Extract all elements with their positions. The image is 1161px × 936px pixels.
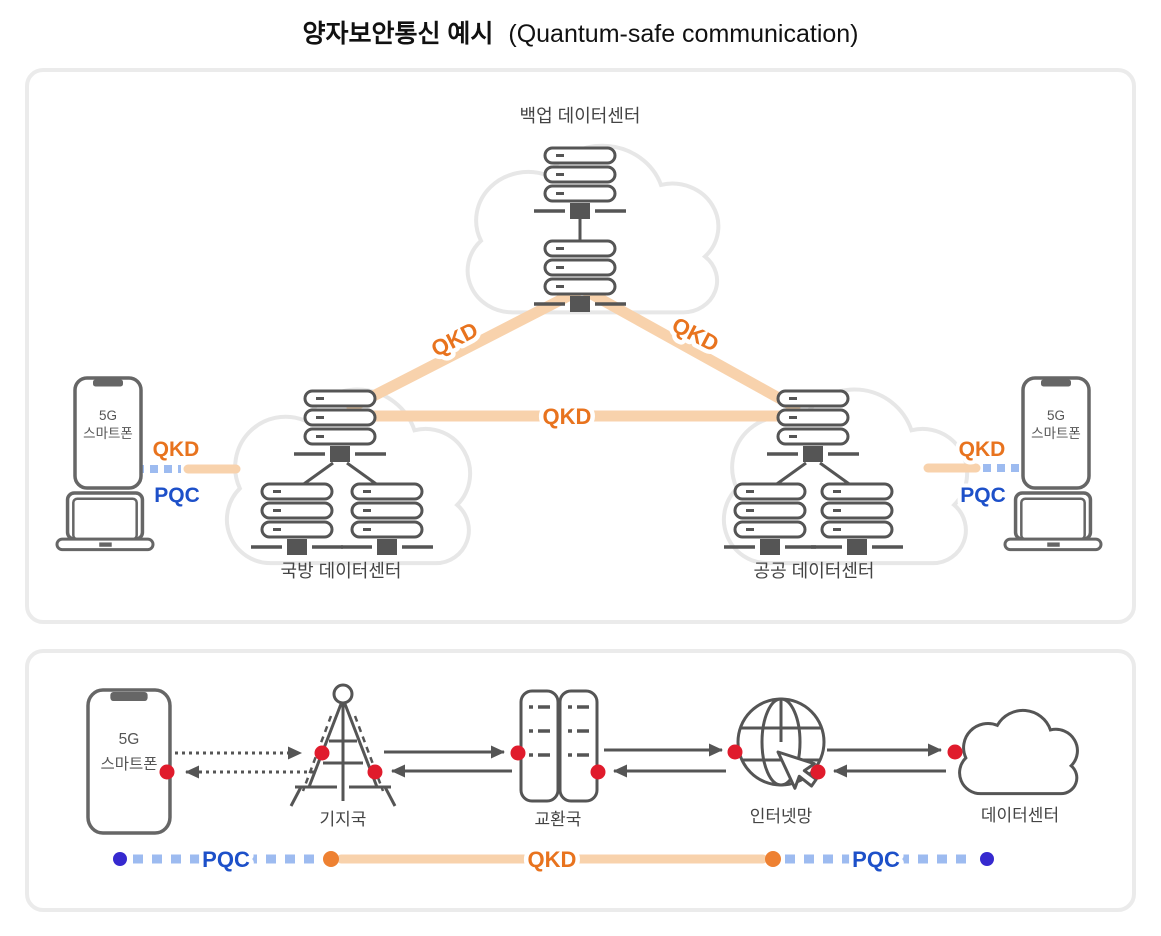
pqc-label: PQC <box>154 484 200 507</box>
qkd-label: QKD <box>528 847 577 872</box>
exchange-icon <box>519 689 599 803</box>
bottom-panel-diagram: PQC QKD PQC 5G 스마트폰 <box>88 683 1079 877</box>
pqc-endpoint-dot <box>113 852 127 866</box>
pqc-label: PQC <box>960 484 1006 507</box>
qkd-link-right-diagonal <box>580 285 801 413</box>
qkd-link-left-diagonal <box>346 285 584 413</box>
page-title: 양자보안통신 예시 (Quantum-safe communication) <box>0 14 1161 50</box>
public-datacenter-label: 공공 데이터센터 <box>754 561 875 581</box>
page-title-english: (Quantum-safe communication) <box>508 20 859 48</box>
laptop-icon <box>55 491 155 552</box>
endpoint-dot <box>314 745 330 761</box>
qkd-endpoint-dot <box>765 851 781 867</box>
endpoint-dot <box>590 764 606 780</box>
smartphone-label: 스마트폰 <box>1031 426 1081 441</box>
base-station-icon <box>289 683 397 807</box>
smartphone-label: 스마트폰 <box>100 755 157 773</box>
datacenter-cloud-icon <box>958 709 1079 795</box>
smartphone-label: 5G <box>99 408 117 423</box>
endpoint-dot <box>159 764 175 780</box>
qkd-endpoint-dot <box>323 851 339 867</box>
qkd-label: QKD <box>153 438 200 461</box>
qkd-label: QKD <box>959 438 1006 461</box>
smartphone-label: 5G <box>119 731 140 748</box>
server-connector <box>773 461 807 488</box>
pqc-label: PQC <box>852 847 900 872</box>
server-connector <box>300 461 334 488</box>
internet-globe-icon <box>736 697 826 790</box>
cursor-icon <box>776 750 818 790</box>
top-panel-diagram: QKD QKD QKD 백업 데이터센터 국방 데이터센터 공공 데이터센터 5… <box>55 106 1103 581</box>
exchange-label: 교환국 <box>535 810 582 829</box>
pqc-endpoint-dot <box>980 852 994 866</box>
endpoint-dot <box>367 764 383 780</box>
server-connector <box>819 461 853 488</box>
page-title-korean: 양자보안통신 예시 <box>302 20 494 48</box>
defense-datacenter-label: 국방 데이터센터 <box>281 561 402 581</box>
base-station-label: 기지국 <box>320 810 367 829</box>
endpoint-dot <box>810 764 826 780</box>
smartphone-label: 5G <box>1047 408 1065 423</box>
internet-label: 인터넷망 <box>750 807 813 826</box>
qkd-label: QKD <box>543 404 592 429</box>
endpoint-dot <box>510 745 526 761</box>
laptop-icon <box>1003 491 1103 552</box>
pqc-label: PQC <box>202 847 250 872</box>
endpoint-dot <box>727 744 743 760</box>
datacenter-label: 데이터센터 <box>981 806 1059 825</box>
backup-datacenter-label: 백업 데이터센터 <box>520 106 641 126</box>
endpoint-dot <box>947 744 963 760</box>
smartphone-label: 스마트폰 <box>83 426 133 441</box>
server-connector <box>346 461 380 488</box>
